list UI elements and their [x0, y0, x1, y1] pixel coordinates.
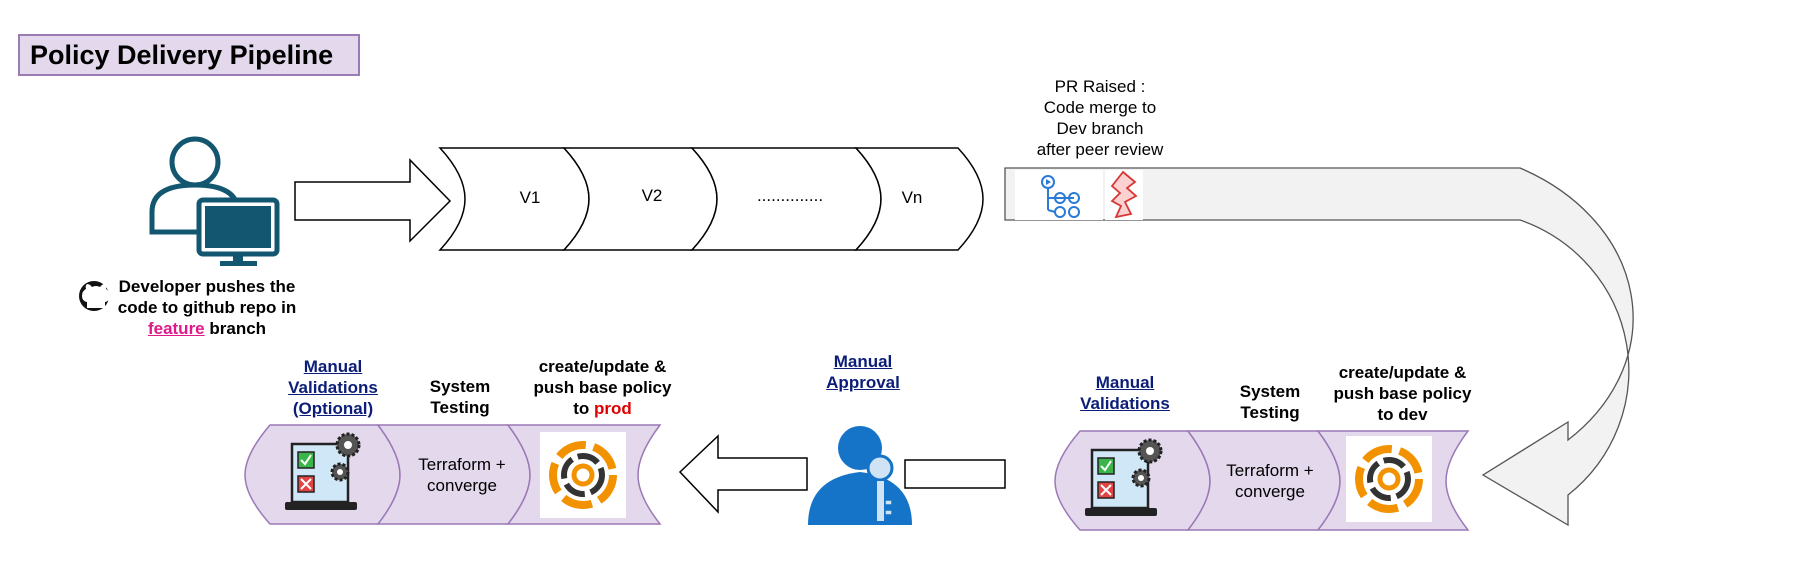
dev-terraform-line1: Terraform + [1226, 461, 1314, 480]
dev-system-line2: Testing [1240, 403, 1300, 422]
pipeline-icon [1015, 170, 1103, 220]
branch-suffix: branch [204, 319, 267, 338]
prod-system-testing-label: System Testing [400, 376, 520, 418]
dev-terraform-label: Terraform + converge [1208, 460, 1332, 502]
prod-terraform-line1: Terraform + [418, 455, 506, 474]
prod-system-line2: Testing [430, 398, 490, 417]
approval-connector [904, 459, 1006, 489]
chef-logo-icon-prod [540, 432, 626, 518]
dev-create-line1: create/update & [1338, 363, 1467, 382]
version-vn: Vn [901, 188, 923, 207]
version-ellipsis: .............. [756, 186, 824, 205]
prod-validations-line1: Manual [303, 357, 363, 376]
version-chain [438, 147, 984, 251]
prod-manual-validations-link[interactable]: Manual Validations (Optional) [268, 356, 398, 419]
developer-computer-icon [149, 136, 280, 266]
developer-caption-line2: code to github repo in [117, 298, 297, 317]
prod-system-line1: System [429, 377, 491, 396]
github-icon [79, 281, 110, 311]
laptop-validation-icon-prod [285, 432, 361, 510]
deploy-icon [1105, 170, 1143, 220]
dev-system-line1: System [1239, 382, 1301, 401]
feature-branch-link[interactable]: feature [147, 319, 205, 338]
pr-caption: PR Raised : Code merge to Dev branch aft… [1020, 76, 1180, 160]
dev-manual-validations-link[interactable]: Manual Validations [1060, 372, 1190, 414]
developer-caption-line1: Developer pushes the [118, 277, 296, 296]
dev-create-line2: push base policy [1333, 384, 1472, 403]
prod-terraform-label: Terraform + converge [400, 454, 524, 496]
dev-terraform-line2: converge [1235, 482, 1305, 501]
prod-validations-line2: Validations [288, 378, 378, 397]
prod-create-line1: create/update & [538, 357, 667, 376]
prod-create-update-label: create/update & push base policy to prod [520, 356, 685, 419]
chef-logo-icon [1346, 436, 1432, 522]
version-v2: V2 [641, 186, 663, 205]
prod-terraform-line2: converge [427, 476, 497, 495]
pr-caption-line4: after peer review [1036, 140, 1164, 159]
prod-create-prefix: to [573, 399, 594, 418]
dev-validations-line1: Manual [1095, 373, 1155, 392]
developer-caption-line3: feature branch [112, 318, 302, 339]
approval-line2: Approval [826, 373, 900, 392]
version-v1: V1 [519, 188, 541, 207]
dev-create-line3: to dev [1377, 405, 1428, 424]
dev-create-update-label: create/update & push base policy to dev [1320, 362, 1485, 425]
pr-caption-line1: PR Raised : [1054, 77, 1146, 96]
prod-env-highlight: prod [594, 399, 632, 418]
approval-line1: Manual [833, 352, 893, 371]
prod-create-line2: push base policy [533, 378, 672, 397]
manual-approval-link[interactable]: Manual Approval [808, 351, 918, 393]
developer-caption: Developer pushes the code to github repo… [112, 276, 302, 339]
user-key-icon [808, 426, 912, 525]
prod-validations-line3: (Optional) [292, 399, 374, 418]
pr-caption-line2: Code merge to [1043, 98, 1157, 117]
dev-system-testing-label: System Testing [1210, 381, 1330, 423]
prod-create-line3: to prod [520, 398, 685, 419]
push-arrow [294, 158, 452, 243]
dev-validations-line2: Validations [1080, 394, 1170, 413]
page-title: Policy Delivery Pipeline [18, 34, 360, 76]
pr-caption-line3: Dev branch [1056, 119, 1144, 138]
to-prod-arrow [678, 434, 808, 514]
laptop-validation-icon [1085, 438, 1163, 516]
